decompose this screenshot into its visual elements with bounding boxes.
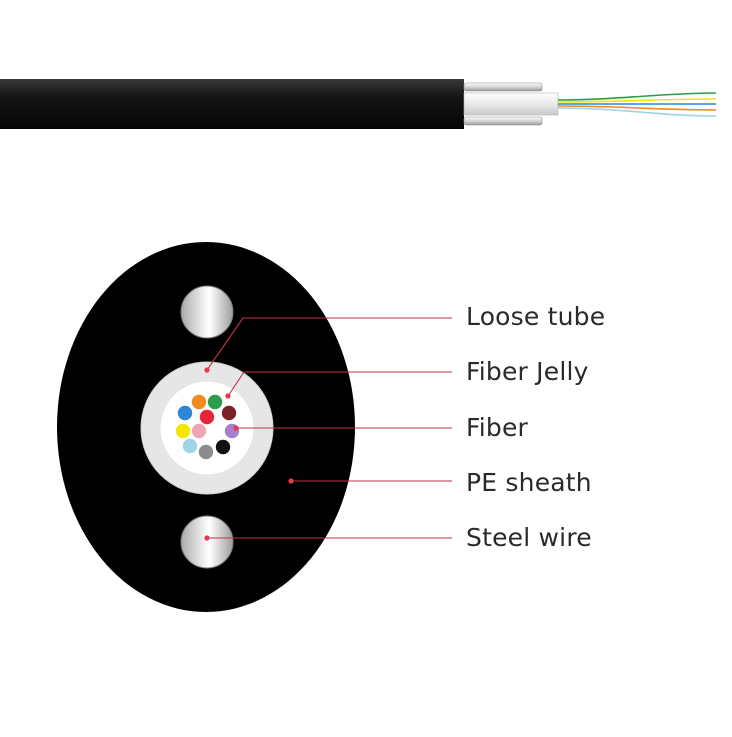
side-fiber-strands <box>557 92 717 117</box>
leader-dot-steel-wire <box>204 535 210 541</box>
fiber-core <box>190 393 207 410</box>
side-steel-wire-top <box>463 82 543 92</box>
fiber-strand <box>557 92 717 101</box>
fiber-strand <box>557 98 717 103</box>
label-pe-sheath: PE sheath <box>466 468 592 497</box>
callout-leaders <box>204 317 452 541</box>
fiber-core <box>190 422 207 439</box>
fiber-core <box>181 437 198 454</box>
leader-fiber-jelly <box>227 371 245 397</box>
side-sheath <box>0 79 464 129</box>
leader-dot-pe-sheath <box>288 478 294 484</box>
fiber-strand <box>557 105 717 111</box>
fiber-core <box>174 422 191 439</box>
fiber-core <box>206 393 223 410</box>
fiber-core <box>206 422 223 439</box>
leader-dot-fiber <box>233 425 239 431</box>
steel-wire-top-shape <box>180 285 234 339</box>
label-steel-wire: Steel wire <box>466 523 592 552</box>
side-steel-wire-bottom <box>463 116 543 126</box>
cable-cross-section <box>57 242 355 612</box>
fiber-core <box>198 408 215 425</box>
leader-loose-tube <box>206 317 244 371</box>
fiber-strand <box>557 107 717 117</box>
leader-dot-fiber-jelly <box>225 393 231 399</box>
fiber-core <box>223 422 240 439</box>
fiber-core <box>176 404 193 421</box>
side-loose-tube <box>463 92 559 116</box>
label-loose-tube: Loose tube <box>466 302 606 331</box>
label-fiber-jelly: Fiber Jelly <box>466 357 589 386</box>
fiber-core <box>214 438 231 455</box>
fiber-core <box>220 404 237 421</box>
label-fiber: Fiber <box>466 413 529 442</box>
cable-side-view <box>0 79 717 129</box>
leader-dot-loose-tube <box>204 367 210 373</box>
fiber-core <box>197 443 214 460</box>
steel-wire-bottom-shape <box>180 515 234 569</box>
fiber-bundle <box>174 393 240 460</box>
